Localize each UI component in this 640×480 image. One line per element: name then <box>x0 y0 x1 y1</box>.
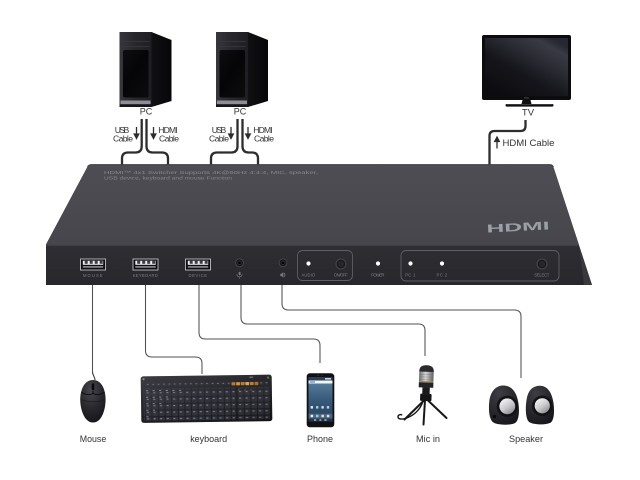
svg-text:PC 2: PC 2 <box>437 273 448 278</box>
svg-text:Mic in: Mic in <box>416 434 440 444</box>
svg-text:AUDIO: AUDIO <box>302 273 316 278</box>
svg-text:Cable: Cable <box>113 133 133 143</box>
svg-text:Speaker: Speaker <box>509 434 543 444</box>
svg-text:USB: USB <box>115 125 130 135</box>
svg-text:HDMI Cable: HDMI Cable <box>503 138 555 149</box>
svg-text:KEYBOARD: KEYBOARD <box>133 273 159 278</box>
svg-text:keyboard: keyboard <box>190 434 227 444</box>
svg-text:Phone: Phone <box>307 434 333 444</box>
svg-text:HDMI™ 4x1 Switcher Supports 4K: HDMI™ 4x1 Switcher Supports 4K@60Hz 4:4:… <box>104 170 318 175</box>
svg-text:SELECT: SELECT <box>534 273 550 278</box>
svg-text:Mouse: Mouse <box>80 434 107 444</box>
svg-text:Cable: Cable <box>254 133 274 143</box>
svg-text:PC: PC <box>234 107 247 117</box>
svg-text:TV: TV <box>522 108 535 119</box>
svg-text:Cable: Cable <box>209 133 229 143</box>
svg-text:DEVICE: DEVICE <box>189 273 208 278</box>
svg-text:Cable: Cable <box>159 133 179 143</box>
svg-text:HDMI: HDMI <box>158 125 178 135</box>
svg-text:PC: PC <box>140 107 153 117</box>
svg-text:ON/OFF: ON/OFF <box>334 273 349 278</box>
svg-text:POWER: POWER <box>371 273 385 278</box>
svg-text:HDMI: HDMI <box>253 125 273 135</box>
svg-text:USB device, keyboard and mouse: USB device, keyboard and mouse Function <box>104 176 233 181</box>
svg-text:USB: USB <box>212 125 227 135</box>
svg-text:MOUSE: MOUSE <box>83 273 103 278</box>
svg-text:HDMI: HDMI <box>486 220 550 235</box>
svg-text:PC 1: PC 1 <box>405 273 416 278</box>
